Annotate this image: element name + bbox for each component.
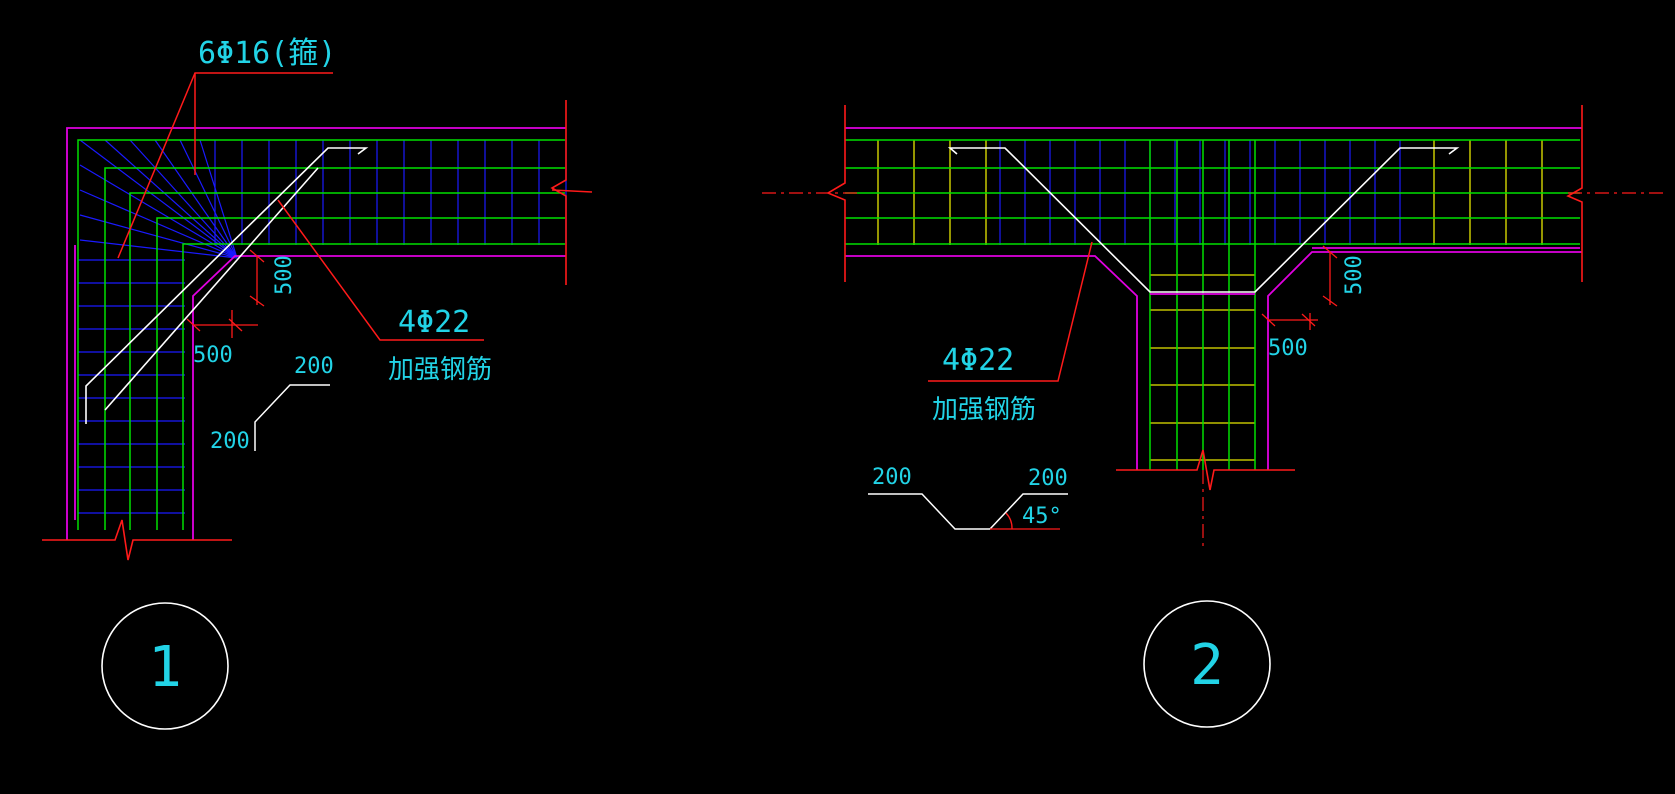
detail-2-dimension-marks (1261, 245, 1338, 330)
detail-1-outline (66, 127, 566, 540)
detail-2-number-circle (1143, 600, 1271, 728)
detail-1-fan-stirrups (79, 139, 238, 259)
detail-1-stirrups-vertical (78, 259, 185, 514)
detail-1-rebar-label: 4Φ22 (398, 305, 470, 340)
detail-1-dim-horizontal: 500 (193, 343, 233, 368)
detail-2-bend-dim-right: 200 (1028, 466, 1068, 491)
detail-2-longitudinal-bars (845, 139, 1580, 470)
detail-1-longitudinal-bars (77, 139, 565, 530)
detail-1-bend-schematic (254, 384, 330, 451)
detail-2-bend-dim-left: 200 (872, 465, 912, 490)
detail-2-angle-mark (990, 512, 1060, 530)
detail-2-rebar-desc: 加强钢筋 (932, 395, 1036, 425)
detail-2-reinforcing-bars (947, 147, 1460, 293)
detail-2: 4Φ22 加强钢筋 500 500 200 200 45° 2 (762, 105, 1665, 728)
detail-2-rebar-label: 4Φ22 (942, 343, 1014, 378)
detail-2-dim-horizontal: 500 (1268, 336, 1308, 361)
detail-2-outline (845, 127, 1582, 470)
detail-2-bend-angle: 45° (1022, 504, 1062, 529)
detail-2-bend-schematic (868, 493, 1068, 530)
detail-2-dim-vertical: 500 (1342, 255, 1367, 295)
detail-1-number: 1 (148, 635, 182, 700)
detail-1-dim-vertical: 500 (272, 255, 297, 295)
detail-2-number: 2 (1190, 633, 1224, 698)
detail-1-leaders (117, 72, 484, 341)
detail-1: 6Φ16(箍) 4Φ22 加强钢筋 500 500 200 200 1 (42, 36, 593, 730)
detail-1-break-lines (42, 100, 593, 561)
detail-1-stirrup-label: 6Φ16(箍) (198, 36, 336, 71)
detail-1-bend-dim-top: 200 (294, 354, 334, 379)
detail-1-dimension-marks (186, 249, 265, 338)
detail-1-number-circle (101, 602, 229, 730)
detail-2-break-lines (826, 105, 1583, 491)
detail-2-leaders (928, 241, 1093, 382)
detail-1-bend-dim-left: 200 (210, 429, 250, 454)
detail-1-reinforcing-bar (85, 147, 369, 424)
detail-2-center-lines (762, 192, 1665, 550)
detail-1-rebar-desc: 加强钢筋 (388, 355, 492, 385)
